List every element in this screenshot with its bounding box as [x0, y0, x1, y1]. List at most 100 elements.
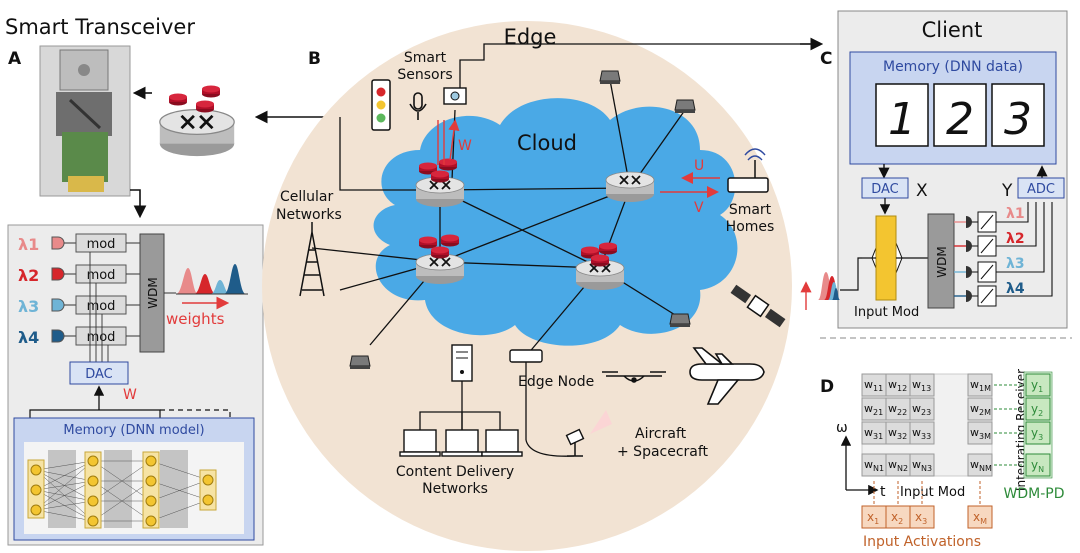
- omega-axis-label: ω: [836, 420, 848, 436]
- mod-label-2: mod: [87, 268, 116, 283]
- aircraft-label-2: + Spacecraft: [617, 444, 709, 460]
- edge-node-label: Edge Node: [518, 374, 594, 390]
- transceiver-wdm-box: [139, 233, 165, 353]
- dnn-network-graphic: [27, 450, 217, 529]
- output-cell: [1025, 373, 1051, 397]
- matrix-input-mod-label: Input Mod: [900, 485, 965, 500]
- output-cell: [1025, 421, 1051, 445]
- wdm-pd-label: WDM-PD: [1004, 486, 1065, 502]
- client-lambda-4: λ4: [1006, 281, 1025, 297]
- matrix-weight-label: w3M: [970, 426, 991, 441]
- matrix-cell: [909, 453, 935, 477]
- digit-3: 3: [1004, 94, 1032, 145]
- cdn-label-2: Networks: [422, 481, 488, 497]
- client-dac-label: DAC: [871, 182, 899, 197]
- mod-label-3: mod: [87, 299, 116, 314]
- client-title: Client: [922, 18, 983, 42]
- client-x-label: X: [916, 181, 928, 201]
- client-memory-label: Memory (DNN data): [883, 59, 1023, 75]
- matrix-weight-label: w2M: [970, 402, 991, 417]
- matrix-cell: [967, 373, 993, 397]
- microphone-icon: [409, 92, 427, 120]
- server-icon: [451, 344, 473, 382]
- input-label: x1: [867, 510, 879, 526]
- client-input-mod-label: Input Mod: [854, 305, 919, 320]
- edge-title: Edge: [504, 25, 557, 49]
- input-label: x2: [891, 510, 903, 526]
- digit-box-2: [933, 83, 987, 147]
- transceiver-dac-label: DAC: [85, 367, 113, 382]
- client-adc-box: [1017, 177, 1065, 199]
- matrix-weight-label: wN1: [864, 458, 884, 473]
- panel-letter-d: D: [820, 377, 834, 397]
- matrix-cell: [909, 373, 935, 397]
- panel-letter-b: B: [308, 49, 321, 69]
- input-cell: [967, 505, 993, 529]
- transceiver-lambda-3: λ3: [18, 297, 39, 316]
- laptop-icons: [399, 429, 523, 457]
- transceiver-control-lines: [89, 252, 109, 362]
- cloud-router-2: [605, 171, 655, 203]
- cloud-label: Cloud: [517, 131, 577, 155]
- matrix-weight-label: w23: [912, 402, 931, 417]
- mod-label-1: mod: [87, 237, 116, 252]
- input-activations-label: Input Activations: [863, 534, 981, 550]
- transceiver-photo: [39, 45, 131, 197]
- transceiver-memory-label: Memory (DNN model): [63, 423, 204, 438]
- output-cell: [1025, 397, 1051, 421]
- edge-w-label: W: [458, 138, 472, 154]
- matrix-weight-label: w32: [888, 426, 907, 441]
- client-adc-label: ADC: [1027, 182, 1055, 197]
- transceiver-lambda-2: λ2: [18, 266, 39, 285]
- matrix-weight-label: wNM: [970, 458, 992, 473]
- output-cell: [1025, 453, 1051, 477]
- digit-box-1: [875, 83, 929, 147]
- input-cell: [909, 505, 935, 529]
- matrix-cell: [909, 421, 935, 445]
- smart-sensors-label-1: Smart: [404, 50, 447, 66]
- transceiver-title: Smart Transceiver: [5, 15, 195, 39]
- input-modulator: [862, 215, 928, 301]
- digit-box-3: [991, 83, 1045, 147]
- client-lambda-3: λ3: [1006, 256, 1025, 272]
- matrix-weight-label: w22: [888, 402, 907, 417]
- weights-label: weights: [166, 310, 225, 328]
- edge-u-label: U: [694, 158, 704, 174]
- input-label: x3: [915, 510, 927, 526]
- client-wdm-box: [927, 213, 955, 309]
- cloud-shape: [373, 98, 738, 346]
- edge-v-label: V: [694, 200, 704, 216]
- drone-icon: [602, 371, 666, 383]
- output-label: y3: [1031, 426, 1043, 442]
- transceiver-dac-box: [69, 361, 129, 385]
- client-y-label: Y: [1001, 181, 1013, 201]
- smart-sensors-label-2: Sensors: [397, 67, 452, 83]
- matrix-weight-label: w1M: [970, 378, 991, 393]
- client-lambda-1: λ1: [1006, 206, 1025, 222]
- panel-letter-a: A: [8, 49, 22, 69]
- client-adc-lines: [996, 202, 1053, 297]
- transceiver-lambda-rows: λ1 λ2 λ3 λ4 mod mod mod mod: [18, 233, 140, 347]
- smart-homes-label-1: Smart: [729, 202, 772, 218]
- matrix-weight-label: w11: [864, 378, 883, 393]
- digit-1: 1: [888, 94, 916, 145]
- client-lambda-2: λ2: [1006, 231, 1025, 247]
- t-axis-label: t: [880, 484, 886, 500]
- matrix-cell: [967, 397, 993, 421]
- wifi-router-icon: [727, 148, 769, 193]
- output-label: y1: [1031, 378, 1043, 394]
- client-photodetectors: [954, 211, 997, 307]
- panel-letter-c: C: [820, 49, 832, 69]
- matrix-weight-label: w33: [912, 426, 931, 441]
- transceiver-router-icon: [158, 108, 236, 158]
- client-wdm-label: WDM: [935, 246, 949, 277]
- digit-2: 2: [946, 94, 974, 145]
- matrix-weight-label: w31: [864, 426, 883, 441]
- matrix-weight-label: w13: [912, 378, 931, 393]
- camera-sensor-icon: [443, 87, 467, 105]
- mod-label-4: mod: [87, 330, 116, 345]
